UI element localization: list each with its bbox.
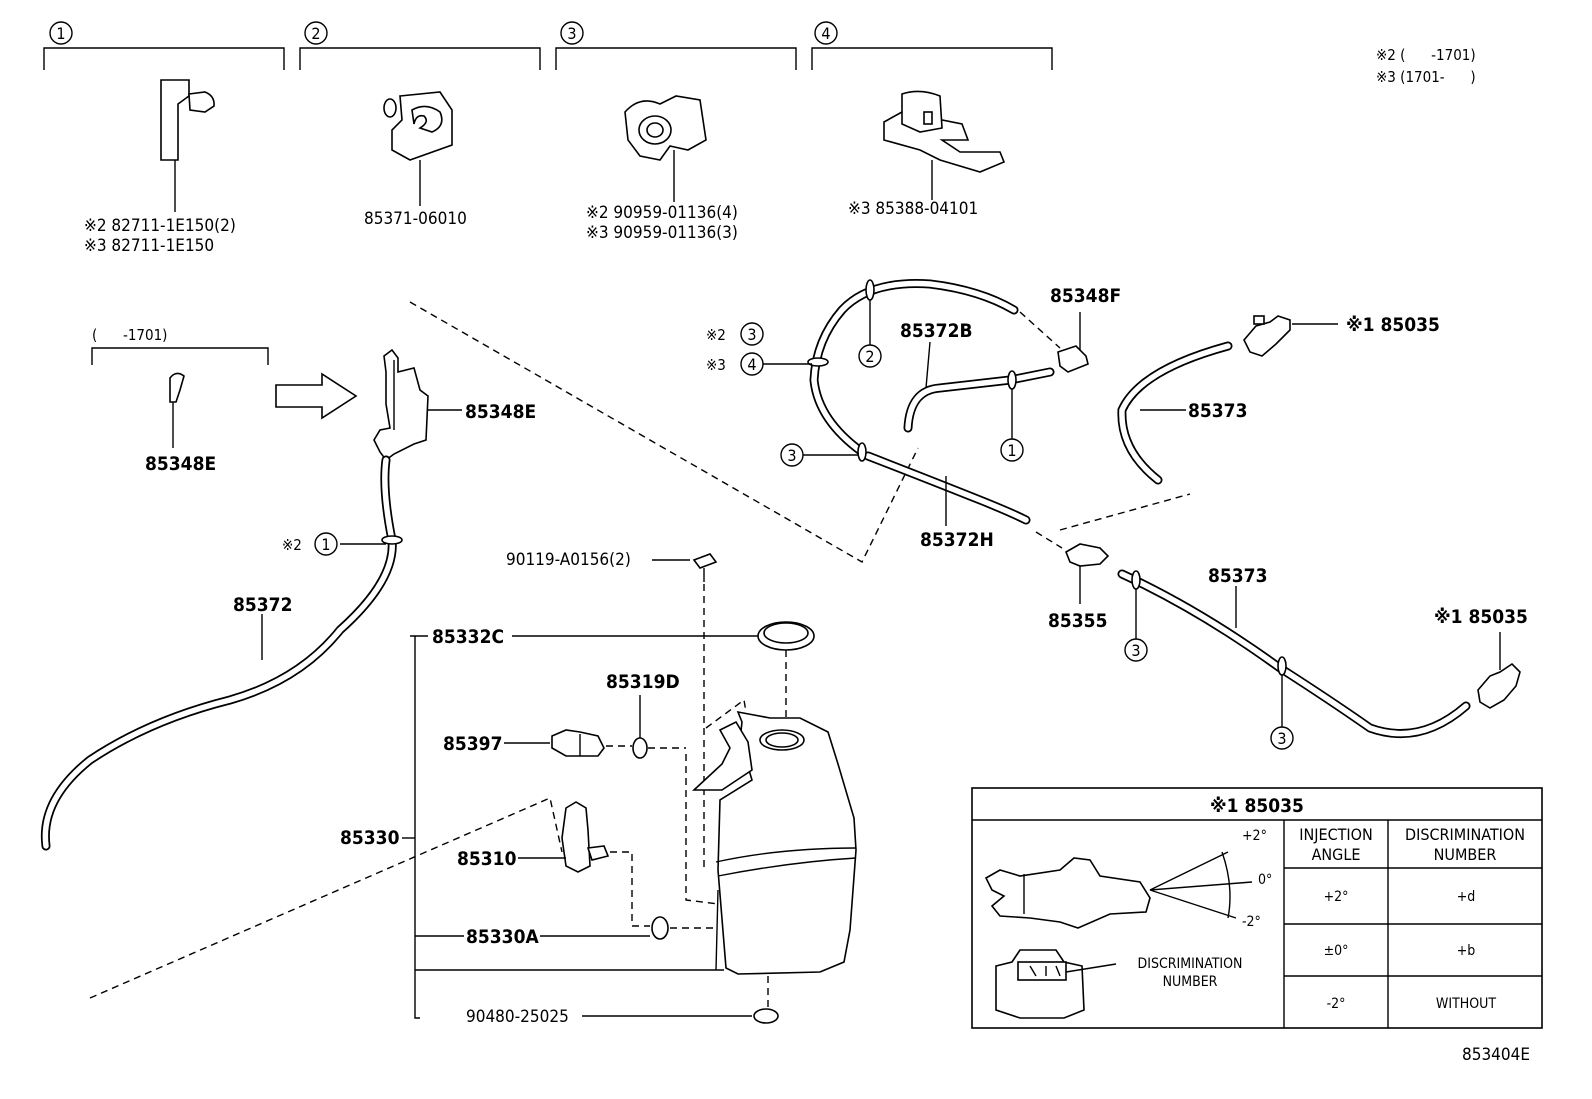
note-3: ※3 (1701- ) xyxy=(1376,68,1476,86)
svg-text:3: 3 xyxy=(1131,641,1140,660)
nozzle-side-view-icon xyxy=(984,851,1253,929)
label-85035-upper: ※1 85035 xyxy=(1346,314,1440,336)
figure-id: 853404E xyxy=(1462,1045,1530,1065)
label-90119: 90119-A0156(2) xyxy=(506,550,631,570)
lower-right-hoses: 85355 85373 3 3 ※1 85035 xyxy=(1048,543,1528,750)
svg-text:3: 3 xyxy=(747,325,756,344)
clamp-85388-icon xyxy=(883,90,1006,200)
legend-1-line-2: ※3 82711-1E150 xyxy=(84,236,214,256)
label-85330: 85330 xyxy=(340,827,400,849)
callout-note-2b: ※2 xyxy=(706,326,726,344)
note-2: ※2 ( -1701) xyxy=(1376,46,1476,64)
svg-text:3: 3 xyxy=(787,446,796,465)
callout-note-2a: ※2 xyxy=(282,536,302,554)
label-85332C: 85332C xyxy=(432,626,504,648)
label-85372H: 85372H xyxy=(920,529,994,551)
table-row2-number: +b xyxy=(1457,943,1476,959)
nozzle-85035-lower-icon xyxy=(1477,662,1521,709)
svg-text:1: 1 xyxy=(321,535,330,554)
label-85330A: 85330A xyxy=(466,926,539,948)
table-row1-angle: +2° xyxy=(1324,889,1349,905)
clamp-85371-icon xyxy=(383,91,453,206)
label-85355: 85355 xyxy=(1048,610,1107,632)
table-col1-line2: ANGLE xyxy=(1312,845,1361,864)
svg-text:1: 1 xyxy=(56,24,65,43)
label-85310: 85310 xyxy=(457,848,517,870)
legend: 1 ※2 82711-1E150(2) ※3 82711-1E150 2 853… xyxy=(43,21,1053,256)
angle-label-0: 0° xyxy=(1258,872,1272,888)
svg-text:3: 3 xyxy=(1277,729,1286,748)
legend-3-line-1: ※2 90959-01136(4) xyxy=(586,203,738,223)
label-90480: 90480-25025 xyxy=(466,1007,569,1027)
inset-range: ( -1701) xyxy=(92,326,167,344)
table-row2-angle: ±0° xyxy=(1324,943,1349,959)
table-col2-line2: NUMBER xyxy=(1434,845,1497,864)
left-hose-assembly: 85348E 1 ※2 85372 xyxy=(40,348,536,851)
callout-note-3: ※3 xyxy=(706,356,726,374)
label-85372: 85372 xyxy=(233,594,292,616)
legend-3-line-2: ※3 90959-01136(3) xyxy=(586,223,738,243)
svg-text:2: 2 xyxy=(865,347,874,366)
svg-text:1: 1 xyxy=(1007,441,1016,460)
svg-text:3: 3 xyxy=(567,24,576,43)
legend-1-line-1: ※2 82711-1E150(2) xyxy=(84,216,236,236)
clip-82711-icon xyxy=(160,79,215,212)
label-85397: 85397 xyxy=(443,733,502,755)
nozzle-85035-upper-icon xyxy=(1243,315,1291,357)
svg-text:2: 2 xyxy=(311,24,320,43)
clamp-90959-icon xyxy=(624,95,707,202)
table-row1-number: +d xyxy=(1457,889,1476,905)
svg-text:4: 4 xyxy=(821,24,830,43)
disc-label-line2: NUMBER xyxy=(1163,974,1218,990)
label-85373-lower: 85373 xyxy=(1208,565,1267,587)
inset-part-85348E: 85348E xyxy=(145,453,216,475)
arrow-right-icon xyxy=(275,372,358,420)
svg-text:4: 4 xyxy=(747,355,756,374)
legend-2-line-1: 85371-06010 xyxy=(364,209,467,229)
table-title: ※1 85035 xyxy=(1210,795,1304,817)
table-col2-line1: DISCRIMINATION xyxy=(1405,825,1525,844)
angle-label-plus2: +2° xyxy=(1242,828,1267,844)
label-85372B: 85372B xyxy=(900,320,973,342)
discrimination-view-icon xyxy=(995,949,1085,1019)
legend-4-line-1: ※3 85388-04101 xyxy=(848,199,978,219)
label-85373-upper: 85373 xyxy=(1188,400,1247,422)
washer-tank-assembly: 90119-A0156(2) 85332C 85330 85319D 85397 xyxy=(340,550,857,1027)
label-85348F: 85348F xyxy=(1050,285,1121,307)
angle-label-minus2: -2° xyxy=(1242,914,1261,930)
label-85035-lower: ※1 85035 xyxy=(1434,606,1528,628)
inset-85348E: ( -1701) 85348E xyxy=(91,326,358,475)
label-85319D: 85319D xyxy=(606,671,680,693)
table-col1-line1: INJECTION xyxy=(1299,825,1373,844)
injection-angle-table: ※1 85035 INJECTION ANGLE DISCRIMINATION … xyxy=(971,787,1543,1029)
table-row3-angle: -2° xyxy=(1327,996,1346,1012)
label-85348E: 85348E xyxy=(465,401,536,423)
upper-right-hoses: 85348F 85372B 85372H 2 3 ※2 4 ※3 3 1 853… xyxy=(706,279,1440,551)
disc-label-line1: DISCRIMINATION xyxy=(1138,956,1243,972)
table-row3-number: WITHOUT xyxy=(1436,996,1496,1012)
